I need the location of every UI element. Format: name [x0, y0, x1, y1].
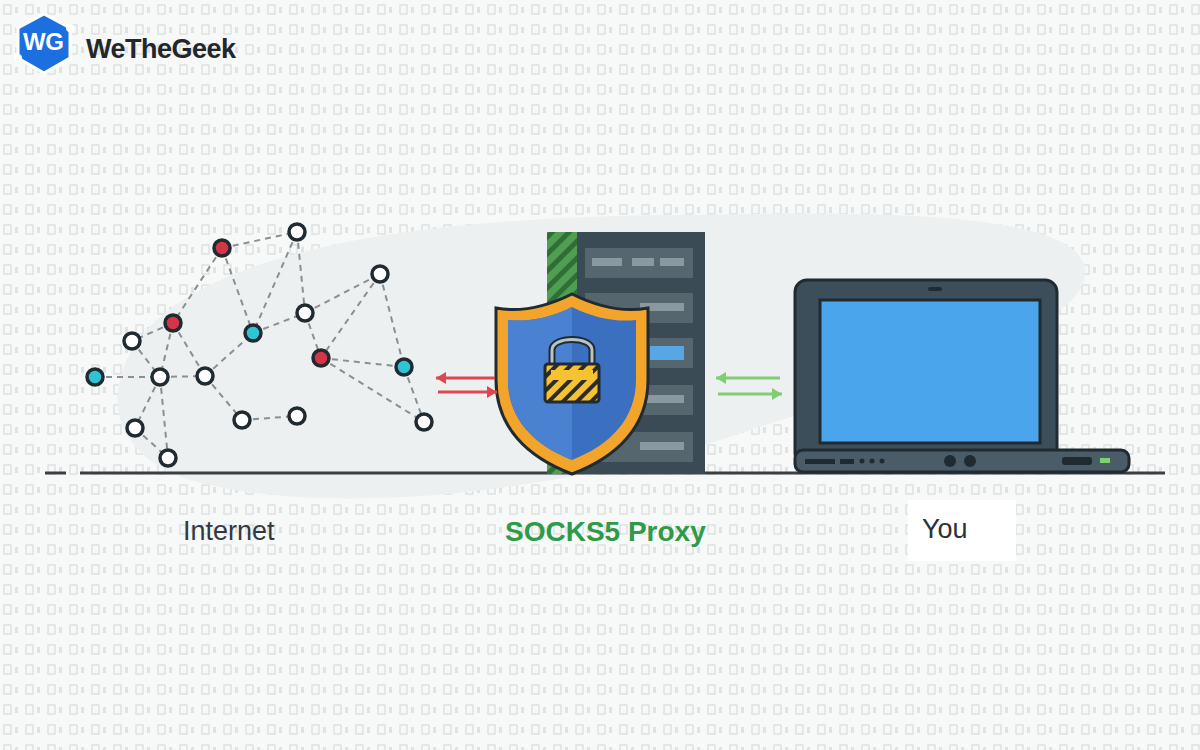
node-label: Internet [183, 516, 275, 547]
logo-initials: WG [23, 28, 63, 56]
client-node: You [790, 275, 1140, 570]
laptop [795, 280, 1129, 472]
network-links [95, 232, 424, 458]
security-shield [496, 294, 648, 474]
proxy-node: SOCKS5 Proxy [497, 225, 712, 560]
network-points [87, 224, 432, 466]
internet-node: Internet [80, 215, 436, 560]
brand-name: WeTheGeek [86, 34, 236, 65]
double-arrow-connector [716, 372, 782, 400]
node-label: You [908, 500, 1016, 561]
double-arrow-connector [436, 372, 497, 398]
logo-badge [14, 14, 74, 73]
node-label: SOCKS5 Proxy [505, 516, 706, 548]
ground-dash [45, 472, 66, 475]
